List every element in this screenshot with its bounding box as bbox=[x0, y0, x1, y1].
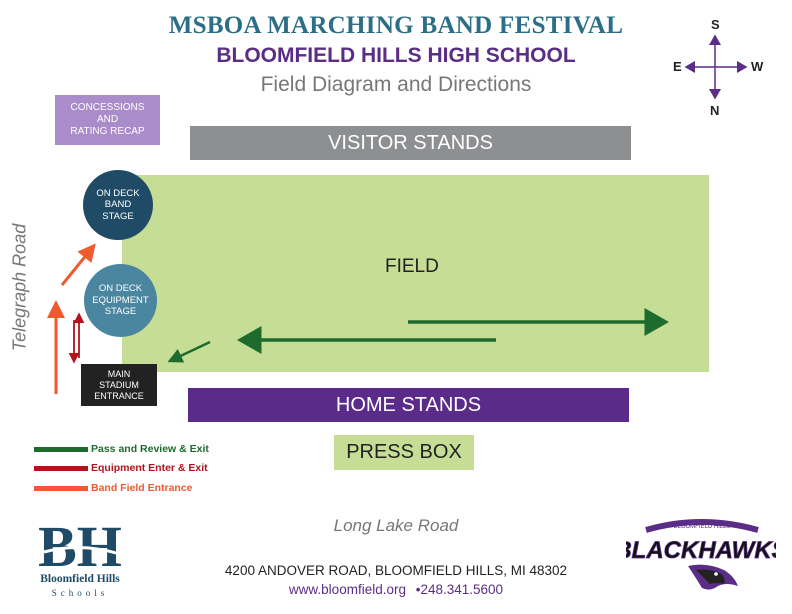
legend-label: Band Field Entrance bbox=[91, 482, 193, 494]
field-label: FIELD bbox=[385, 256, 439, 277]
website-link[interactable]: www.bloomfield.org bbox=[288, 582, 406, 597]
on-deck-band-stage: ON DECK BAND STAGE bbox=[83, 170, 153, 240]
blackhawks-logo: BLOOMFIELD HILLS BLACKHAWKS bbox=[626, 519, 776, 590]
concessions-line: RATING RECAP bbox=[70, 126, 145, 137]
concessions-line: AND bbox=[96, 114, 119, 125]
band-entrance-arrow-diag bbox=[60, 243, 96, 286]
bh-sub: Schools bbox=[51, 588, 109, 598]
press-box: PRESS BOX bbox=[334, 435, 474, 470]
entrance-line: STADIUM bbox=[99, 379, 139, 390]
school-name: BLOOMFIELD HILLS HIGH SCHOOL bbox=[216, 44, 576, 67]
contact-line: www.bloomfield.org •248.341.5600 bbox=[0, 582, 792, 597]
legend-swatch bbox=[34, 446, 88, 452]
concessions-line: CONCESSIONS bbox=[70, 102, 145, 113]
legend-label: Equipment Enter & Exit bbox=[91, 462, 208, 474]
compass-north: N bbox=[710, 103, 720, 118]
main-stadium-entrance: MAIN STADIUM ENTRANCE bbox=[81, 364, 157, 406]
legend-swatch bbox=[34, 485, 88, 491]
band-stage-line: STAGE bbox=[102, 210, 134, 222]
concessions-box: CONCESSIONS AND RATING RECAP bbox=[55, 95, 160, 145]
bloomfield-hills-logo: BH bbox=[22, 512, 138, 608]
blackhawks-wordmark: BLACKHAWKS bbox=[626, 537, 776, 564]
band-stage-line: BAND bbox=[104, 199, 132, 211]
bh-mark: BH bbox=[38, 514, 122, 572]
blackhawks-arc-text: BLOOMFIELD HILLS bbox=[673, 524, 730, 530]
legend-band-entrance: Band Field Entrance bbox=[34, 481, 193, 495]
legend-swatch bbox=[34, 465, 88, 471]
compass-west: W bbox=[751, 59, 764, 74]
legend-pass-review: Pass and Review & Exit bbox=[34, 442, 209, 456]
bh-logo-icon: BH bbox=[38, 514, 122, 572]
telegraph-road-label: Telegraph Road bbox=[9, 223, 30, 352]
compass: S N E W bbox=[672, 14, 772, 120]
legend-label: Pass and Review & Exit bbox=[91, 443, 209, 455]
entrance-line: ENTRANCE bbox=[94, 390, 144, 401]
legend-equipment: Equipment Enter & Exit bbox=[34, 461, 208, 475]
entrance-line: MAIN bbox=[107, 368, 131, 379]
compass-south: S bbox=[711, 17, 720, 32]
equipment-stage-line: ON DECK bbox=[98, 283, 143, 295]
compass-east: E bbox=[673, 59, 682, 74]
phone-number: •248.341.5600 bbox=[415, 582, 504, 597]
equipment-stage-line: STAGE bbox=[104, 306, 137, 318]
bh-name: Bloomfield Hills bbox=[40, 573, 120, 585]
visitor-stands: VISITOR STANDS bbox=[190, 126, 631, 160]
long-lake-road-label: Long Lake Road bbox=[333, 516, 459, 535]
diagram-subtitle: Field Diagram and Directions bbox=[260, 73, 532, 96]
compass-arrows-icon bbox=[684, 34, 748, 100]
band-stage-line: ON DECK bbox=[96, 187, 140, 199]
equipment-stage-line: EQUIPMENT bbox=[92, 294, 149, 306]
home-stands: HOME STANDS bbox=[188, 388, 629, 422]
on-deck-equipment-stage: ON DECK EQUIPMENT STAGE bbox=[84, 264, 157, 337]
address: 4200 ANDOVER ROAD, BLOOMFIELD HILLS, MI … bbox=[224, 563, 568, 578]
festival-title: MSBOA MARCHING BAND FESTIVAL bbox=[168, 12, 624, 39]
